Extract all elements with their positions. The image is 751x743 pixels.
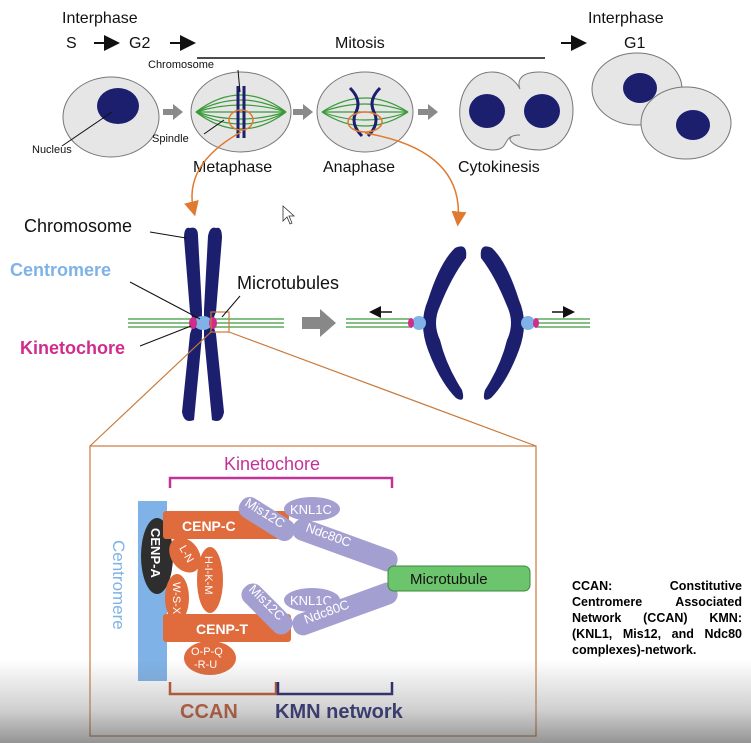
anaphase-highlight-circle [347, 111, 383, 133]
wsx-label: W-S-X [170, 582, 182, 615]
zoom-arrow-anaphase [364, 132, 467, 227]
anaphase-chromosomes [348, 86, 382, 138]
knl1c-bottom-label: KNL1C [290, 593, 332, 608]
ndc80c-top [292, 518, 398, 572]
cenp-t-protein [163, 614, 291, 642]
chromosome-pointer [237, 69, 241, 93]
cell-arrow-3 [418, 104, 438, 120]
chromosome-label: Chromosome [24, 216, 132, 236]
mis12c-bottom [241, 583, 293, 635]
interphase-left-label: Interphase [62, 10, 138, 27]
hikm-complex [197, 547, 223, 613]
metaphase-label: Metaphase [193, 159, 272, 176]
mouse-cursor-icon [282, 205, 296, 225]
ccan-label: CCAN [180, 701, 238, 723]
zoom-box [210, 311, 230, 333]
s-phase-label: S [66, 35, 77, 52]
zoom-line-left [89, 331, 212, 447]
wsx-complex [165, 574, 189, 622]
knl1c-top-label: KNL1C [290, 502, 332, 517]
spindle-pointer [203, 119, 225, 135]
g1-nucleus-bottom [676, 110, 710, 140]
anaphase-chromatid-left [423, 246, 467, 400]
microtubules-label-pointer [221, 295, 241, 318]
transition-arrow [302, 309, 336, 337]
inset-kinetochore-label: Kinetochore [224, 454, 320, 474]
anaphase-spindle [321, 97, 409, 127]
g1-phase-label: G1 [624, 35, 645, 52]
kinetochore-label: Kinetochore [20, 338, 125, 358]
nucleus-pointer [61, 111, 113, 147]
g2-phase-label: G2 [129, 35, 150, 52]
kmn-label: KMN network [275, 701, 404, 723]
anaphase-centromere-right [521, 316, 535, 330]
cenp-a-label: CENP-A [148, 528, 163, 578]
nucleus [97, 88, 139, 124]
kinetochore-right [209, 317, 217, 329]
cytokinesis-label: Cytokinesis [458, 159, 540, 176]
spindle-label: Spindle [152, 133, 189, 145]
anaphase-centromere-left [412, 316, 426, 330]
microtubules-label: Microtubules [237, 273, 339, 293]
kinetochore-left [189, 317, 197, 329]
centromere-label: Centromere [10, 260, 111, 280]
metaphase-chromosome [182, 227, 224, 421]
cenp-c-label: CENP-C [182, 518, 236, 534]
cytokinesis-nucleus-left [469, 94, 505, 128]
anaphase-kinetochore-left [408, 318, 414, 328]
anaphase-kinetochore-right [533, 318, 539, 328]
chromosome-label-pointer [149, 231, 187, 239]
anaphase-label: Anaphase [323, 159, 395, 176]
interphase-right-label: Interphase [588, 10, 664, 27]
centromere-dot [194, 316, 212, 330]
abbreviation-caption: CCAN: Constitutive Centromere Associated… [572, 579, 742, 657]
hikm-label: H-I-K-M [202, 556, 214, 595]
kinetochore-label-pointer [139, 325, 192, 347]
cell-arrow-1 [163, 104, 183, 120]
mis12c-top [238, 497, 296, 541]
inset-centromere-label: Centromere [109, 540, 128, 630]
zoom-line-right [228, 331, 537, 447]
ln-complex [169, 537, 201, 573]
opq-label-2: -R-U [194, 659, 217, 671]
knl1c-top [284, 497, 340, 521]
mitosis-label: Mitosis [335, 35, 385, 52]
kinetochore-bracket [168, 476, 394, 488]
anaphase-microtubules [346, 318, 590, 328]
chromosome-small-label: Chromosome [148, 59, 214, 71]
anaphase-chromatid-right [480, 246, 524, 400]
zoom-arrow-metaphase [184, 131, 242, 217]
microtubules-left [128, 318, 284, 328]
nucleus-label: Nucleus [32, 144, 72, 156]
metaphase-highlight-circle [228, 109, 254, 131]
microtubule-label: Microtubule [410, 571, 488, 588]
microtubule-rod [387, 565, 531, 592]
cytokinesis-cell [459, 71, 574, 151]
metaphase-spindle [195, 94, 287, 130]
g1-nucleus-top [623, 73, 657, 103]
ndc80c-bottom [292, 582, 398, 636]
opq-label-1: O-P-Q [191, 646, 223, 658]
cenp-t-label: CENP-T [196, 621, 249, 637]
cytokinesis-nucleus-right [524, 94, 560, 128]
cell-arrow-2 [293, 104, 313, 120]
centromere-label-pointer [129, 281, 201, 320]
